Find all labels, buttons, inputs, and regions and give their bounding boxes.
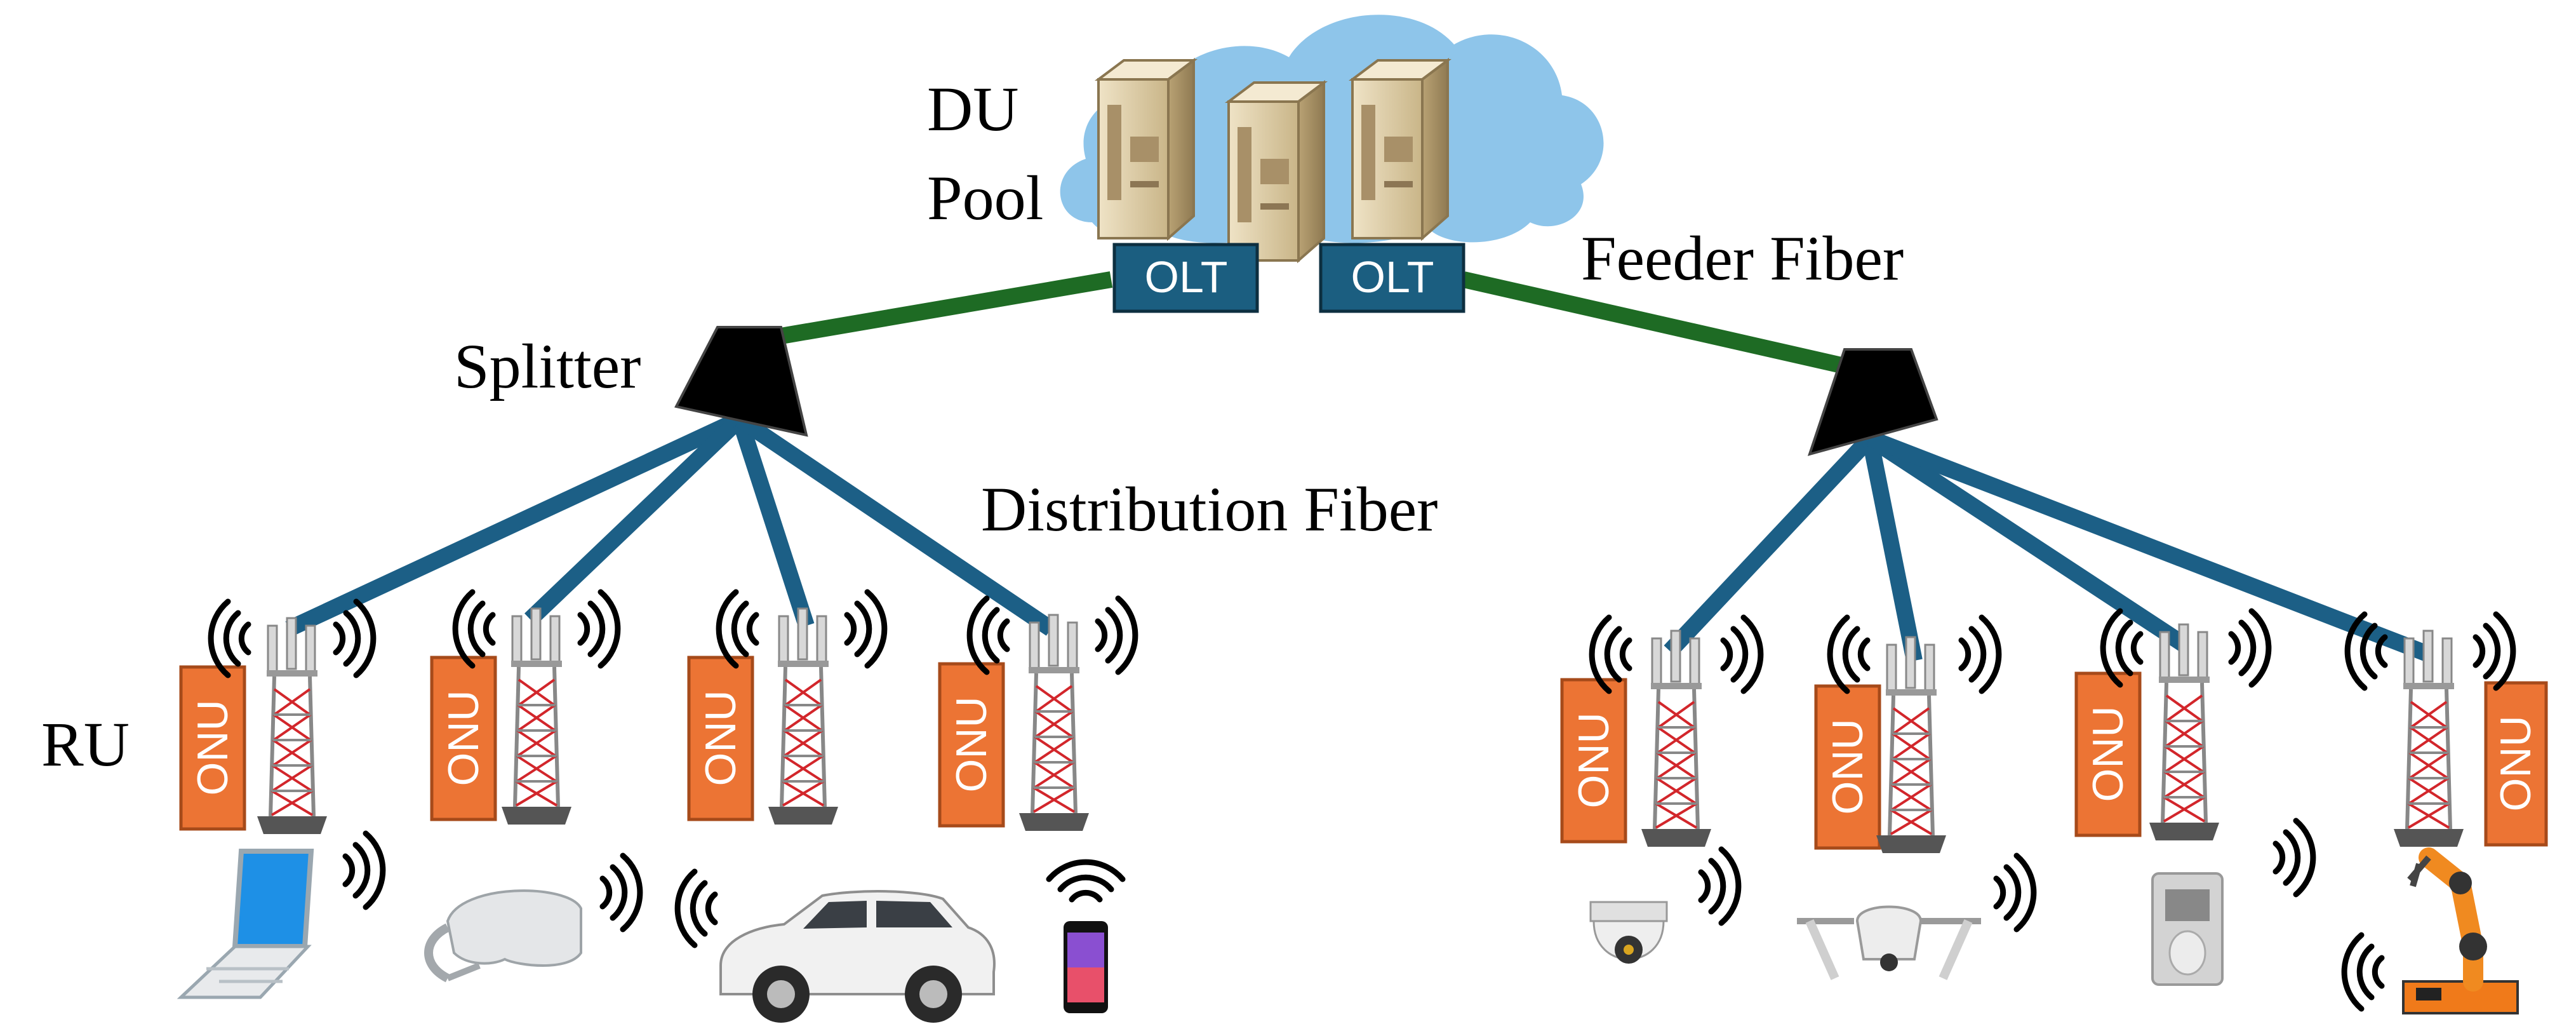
cell-tower-icon [2394,631,2464,847]
cell-tower-icon [2149,624,2219,840]
distribution-fibers-right [1664,430,2432,663]
wireless-signal-icon [1723,617,1761,691]
onu-label: ONU [2492,715,2540,811]
onu-box [179,665,246,831]
wireless-signal-icon [345,833,383,907]
wireless-signal-icon [2231,611,2269,685]
robot-arm-icon [2402,847,2519,1014]
wireless-signal-icon [1830,617,1867,691]
wireless-signal-icon [603,856,640,929]
wireless-signal-icon [1961,617,1999,691]
wireless-signal-icon [2276,821,2313,894]
laptop-icon [177,849,314,999]
wireless-signal-icon [1996,856,2034,929]
onu-label: ONU [189,699,237,795]
wireless-signal-icon [677,872,715,945]
feeder-fiber-right [1462,271,1843,374]
wireless-signal-icon [970,598,1007,672]
onu-label: ONU [1824,718,1872,814]
distribution-fiber-label: Distribution Fiber [981,474,1438,544]
smartphone-icon [1064,921,1108,1013]
wireless-signal-icon [1098,598,1135,672]
wireless-signal-icon [2344,935,2382,1009]
splitter-left [674,326,808,437]
onu-label: ONU [697,690,745,786]
vr-headset-icon [424,889,582,983]
wireless-signal-icon [1701,849,1738,923]
wireless-signal-icon [455,592,493,666]
server-icon [1351,59,1449,239]
olt-label: OLT [1145,252,1228,302]
wireless-signal-icon [2476,614,2513,688]
onu-box [430,656,497,821]
cell-tower-icon [768,609,838,825]
olt-label: OLT [1351,252,1434,302]
server-icon [1097,59,1195,239]
olt-box-left [1112,243,1259,313]
feeder-fiber-left [757,271,1113,348]
drone-icon [1797,905,1981,980]
cell-tower-icon [1641,631,1711,847]
cell-tower-icon [1876,637,1946,853]
ru-label: RU [41,709,130,779]
onu-box [2074,671,2142,837]
onu-box [1560,678,1627,844]
cell-tower-icon [257,618,327,834]
onu-label: ONU [1570,712,1618,808]
splitter-label: Splitter [454,331,641,401]
wireless-signal-icon [211,602,248,675]
onu-label: ONU [2084,706,2132,802]
distribution-fibers-left [285,412,1056,637]
du-pool-label-line1: DU [927,74,1018,144]
car-icon [719,890,996,1023]
motion-sensor-icon [2151,872,2224,986]
onu-label: ONU [439,690,488,786]
olt-box-right [1319,243,1465,313]
wireless-signal-icon [580,592,618,666]
cell-tower-icon [502,609,571,825]
server-icon [1227,81,1325,262]
dome-camera-icon [1589,901,1668,964]
onu-box [938,662,1005,828]
du-pool-label-line2: Pool [927,163,1043,233]
wireless-signal-icon [1049,862,1123,899]
feeder-fiber-label: Feeder Fiber [1581,223,1904,293]
du-pool-cloud [1060,15,1604,243]
onu-box [2484,681,2548,847]
wireless-signal-icon [847,592,884,666]
onu-box [1814,684,1881,850]
wireless-signal-icon [719,592,756,666]
cell-tower-icon [1019,615,1089,831]
onu-box [687,656,754,821]
onu-label: ONU [947,696,996,792]
splitter-right [1807,348,1939,456]
